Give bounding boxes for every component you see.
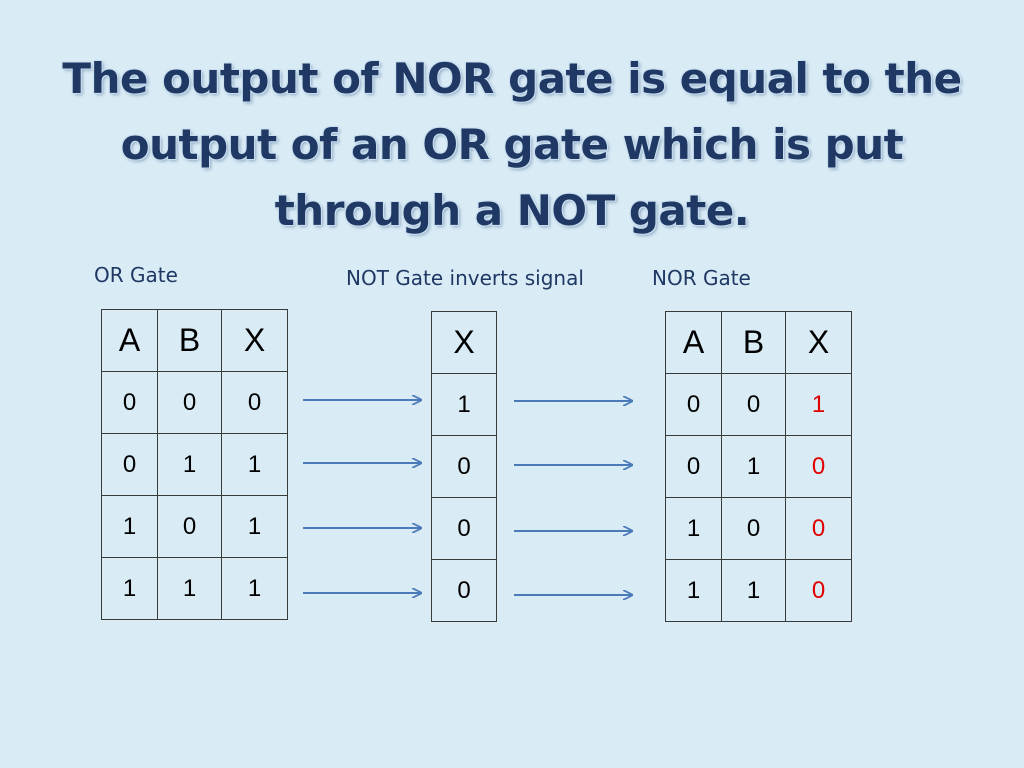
not-gate-caption: NOT Gate inverts signal bbox=[346, 266, 584, 290]
table-row: 1 bbox=[431, 373, 497, 436]
table-cell: 1 bbox=[101, 557, 158, 620]
table-cell: 1 bbox=[665, 559, 722, 622]
table-row: 0 bbox=[431, 435, 497, 498]
table-row: 0 0 0 bbox=[101, 371, 288, 434]
or-truth-table: A B X 0 0 0 0 1 1 1 0 1 1 1 1 bbox=[101, 309, 288, 620]
table-cell: 1 bbox=[221, 433, 288, 496]
table-row: 0 bbox=[431, 559, 497, 622]
table-cell: 1 bbox=[221, 557, 288, 620]
header-cell: X bbox=[785, 311, 852, 374]
table-cell: 1 bbox=[721, 435, 786, 498]
table-row: 0 1 1 bbox=[101, 433, 288, 496]
table-cell: 0 bbox=[721, 373, 786, 436]
table-header-row: A B X bbox=[101, 309, 288, 372]
table-row: 1 1 0 bbox=[665, 559, 852, 622]
table-cell-output: 0 bbox=[785, 559, 852, 622]
nor-gate-caption: NOR Gate bbox=[652, 266, 751, 290]
table-cell: 0 bbox=[431, 435, 497, 498]
nor-truth-table: A B X 0 0 1 0 1 0 1 0 0 1 1 0 bbox=[665, 311, 852, 622]
table-row: 1 1 1 bbox=[101, 557, 288, 620]
header-cell: A bbox=[101, 309, 158, 372]
table-row: 1 0 1 bbox=[101, 495, 288, 558]
table-cell-output: 1 bbox=[785, 373, 852, 436]
header-cell: B bbox=[721, 311, 786, 374]
table-cell: 0 bbox=[157, 371, 222, 434]
header-cell: X bbox=[221, 309, 288, 372]
table-cell: 0 bbox=[665, 373, 722, 436]
table-row: 0 0 1 bbox=[665, 373, 852, 436]
table-cell: 0 bbox=[101, 371, 158, 434]
table-cell: 1 bbox=[157, 557, 222, 620]
table-cell: 1 bbox=[721, 559, 786, 622]
table-row: 0 1 0 bbox=[665, 435, 852, 498]
not-truth-table: X 1 0 0 0 bbox=[431, 311, 497, 622]
table-cell: 1 bbox=[665, 497, 722, 560]
table-cell: 0 bbox=[101, 433, 158, 496]
table-cell: 0 bbox=[221, 371, 288, 434]
table-cell: 0 bbox=[431, 559, 497, 622]
table-cell: 0 bbox=[157, 495, 222, 558]
table-cell: 1 bbox=[431, 373, 497, 436]
table-cell: 0 bbox=[665, 435, 722, 498]
or-gate-caption: OR Gate bbox=[94, 263, 178, 287]
table-cell: 1 bbox=[221, 495, 288, 558]
table-cell-output: 0 bbox=[785, 435, 852, 498]
table-header-row: A B X bbox=[665, 311, 852, 374]
slide-title: The output of NOR gate is equal to the o… bbox=[62, 54, 962, 235]
